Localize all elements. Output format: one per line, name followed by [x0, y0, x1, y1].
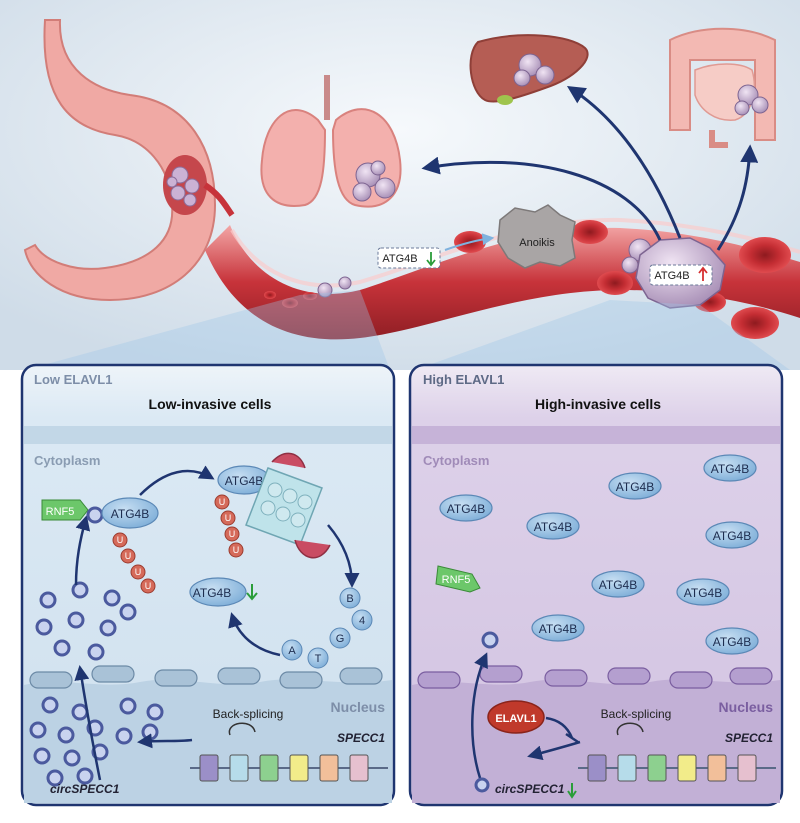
proteasome-icon	[245, 452, 331, 559]
zoom-wedge-left	[25, 290, 390, 370]
atg4b-reduced: ATG4B	[189, 577, 258, 607]
arrow-to-liver	[566, 86, 682, 239]
ubiquitin-label: U	[117, 535, 124, 545]
right-atg4b-label: ATG4B	[711, 462, 749, 476]
right-atg4b-label: ATG4B	[713, 635, 751, 649]
right-atg4b-label: ATG4B	[684, 586, 722, 600]
fragment-label: T	[315, 653, 322, 665]
left-atg4b-label: ATG4B	[111, 507, 149, 521]
tumor-cell-large: ATG4B	[635, 237, 726, 309]
left-membrane	[24, 426, 392, 444]
left-arrow-to-proteasome	[139, 465, 215, 496]
right-splice-loop	[616, 722, 644, 736]
atg4b-high-label: ATG4B	[654, 270, 689, 282]
elavl1-protein: ELAVL1	[487, 700, 545, 734]
ubiquitin-label: U	[233, 545, 240, 555]
right-arrow-export	[471, 652, 488, 779]
fragment-label: G	[336, 633, 345, 645]
peptide-fragments: B 4 G T A	[281, 587, 373, 669]
circrna-icon	[481, 631, 499, 649]
left-panel-title: Low-invasive cells	[149, 396, 272, 412]
right-gene-label: SPECC1	[725, 731, 773, 745]
zoom-wedge-right	[415, 300, 790, 370]
left-rnf5-label: RNF5	[46, 506, 75, 518]
circrna-icon	[474, 777, 490, 793]
left-circ-label: circSPECC1	[50, 782, 120, 796]
gene-exon-icon	[190, 754, 388, 782]
atg4b-low-tag: ATG4B	[377, 247, 441, 269]
right-atg4b-label: ATG4B	[447, 502, 485, 516]
right-membrane	[412, 426, 780, 444]
left-atg4b-proteasome-label: ATG4B	[225, 474, 263, 488]
atg4b-low-label: ATG4B	[382, 253, 417, 265]
ubiquitin-label: U	[219, 497, 226, 507]
ubiquitin-label: U	[125, 551, 132, 561]
ubiquitin-label: U	[225, 513, 232, 523]
down-arrow-icon	[567, 783, 577, 799]
gene-exon-icon	[578, 754, 776, 782]
right-atg4b-label: ATG4B	[534, 520, 572, 534]
right-atg4b-label: ATG4B	[713, 529, 751, 543]
stomach-icon	[23, 19, 235, 302]
down-arrow-icon	[426, 252, 436, 267]
fragment-label: B	[346, 593, 353, 605]
ubiquitin-label: U	[229, 529, 236, 539]
left-nucleus-label: Nucleus	[331, 699, 386, 715]
ubiquitin-chain-2	[214, 494, 244, 558]
right-atg4b-label: ATG4B	[539, 622, 577, 636]
left-back-splicing-label: Back-splicing	[213, 707, 284, 721]
left-atg4b-down-label: ATG4B	[193, 586, 231, 600]
right-panel-title: High-invasive cells	[535, 396, 661, 412]
left-cytoplasm-label: Cytoplasm	[34, 453, 100, 468]
anoikis-label: Anoikis	[519, 237, 555, 249]
circrna-icon	[29, 696, 164, 787]
left-splice-loop	[228, 722, 256, 736]
right-back-splicing-label: Back-splicing	[601, 707, 672, 721]
atg4b-ubiquitinated: ATG4B U U U U	[101, 497, 159, 594]
left-gene-label: SPECC1	[337, 731, 385, 745]
inhibition-line	[545, 716, 579, 744]
red-blood-cell-icon	[264, 220, 791, 339]
liver-icon	[469, 34, 589, 105]
arrow-to-anoikis	[444, 233, 495, 251]
left-arrow-circ-out	[137, 733, 193, 749]
ubiquitin-label: U	[135, 567, 142, 577]
down-arrow-icon	[246, 584, 258, 601]
left-nuclear-envelope	[29, 665, 383, 689]
right-atg4b-label: ATG4B	[616, 480, 654, 494]
arrow-to-intestine	[716, 144, 759, 251]
arrow-to-lungs	[421, 156, 662, 241]
left-arrow-to-rnf5	[74, 515, 91, 586]
right-nucleus-label: Nucleus	[719, 699, 774, 715]
atg4b-proteasome-bound: ATG4B U U U U	[214, 465, 271, 558]
atg4b-proteins-right: ATG4B ATG4B ATG4B ATG4B ATG4B ATG4B ATG4…	[439, 454, 759, 655]
right-circ-label: circSPECC1	[495, 782, 565, 796]
right-arrow-circ-out	[527, 740, 581, 761]
circrna-cytoplasm	[35, 581, 137, 661]
fragment-label: A	[288, 645, 296, 657]
left-arrow-to-atg4b-down	[228, 612, 281, 657]
right-atg4b-label: ATG4B	[599, 578, 637, 592]
left-corner-label: Low ELAVL1	[34, 372, 112, 387]
right-panel: High ELAVL1 High-invasive cells Cytoplas…	[408, 363, 784, 807]
ubiquitin-label: U	[145, 581, 152, 591]
left-panel: Low ELAVL1 Low-invasive cells Cytoplasm …	[20, 363, 396, 807]
tumor-cell-icon	[352, 160, 396, 202]
elavl1-label: ELAVL1	[495, 713, 536, 725]
right-rnf5-label: RNF5	[442, 574, 471, 586]
fragment-label: 4	[359, 615, 365, 627]
anoikis-cell: Anoikis	[497, 204, 576, 269]
left-arrow-export	[74, 665, 102, 781]
right-corner-label: High ELAVL1	[423, 372, 504, 387]
left-arrow-degradation	[327, 524, 360, 588]
intestine-icon	[669, 27, 776, 148]
up-arrow-icon	[698, 266, 708, 281]
right-nuclear-envelope	[417, 665, 773, 689]
rnf5-right: RNF5	[435, 565, 481, 593]
lungs-icon	[260, 75, 402, 208]
ubiquitin-chain-1	[112, 532, 156, 594]
right-cytoplasm-label: Cytoplasm	[423, 453, 489, 468]
